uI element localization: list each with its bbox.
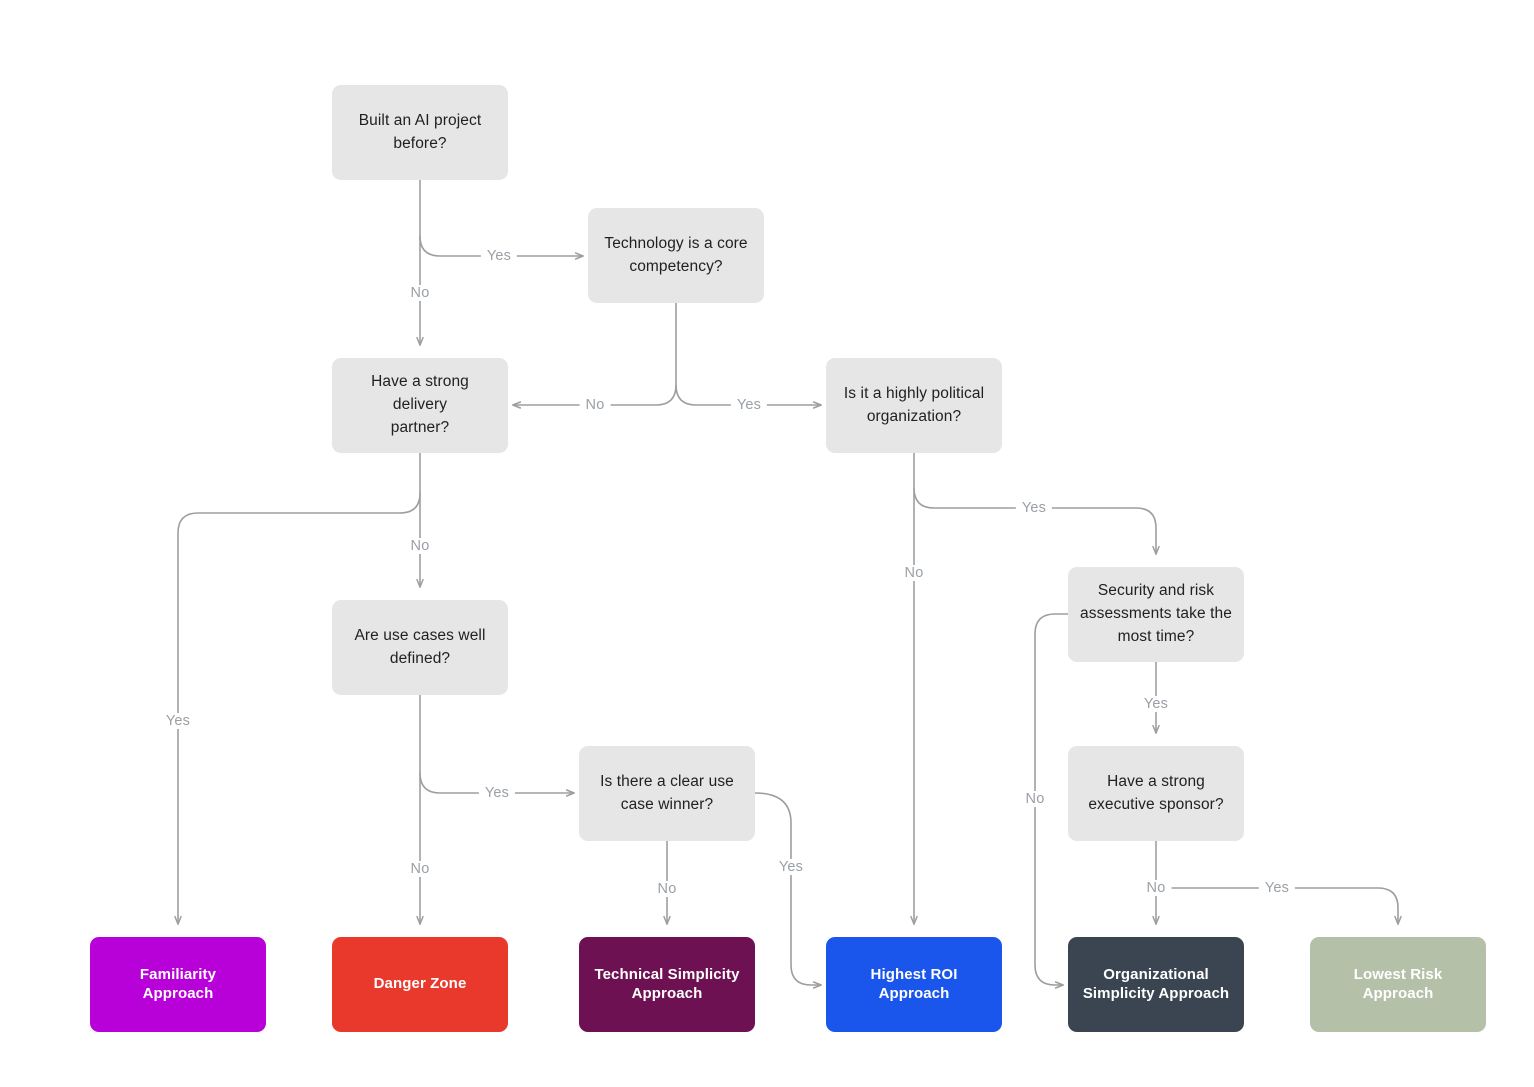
node-label: Have a strong delivery partner? <box>371 373 469 436</box>
edge-label-partner-yes: Yes <box>159 713 197 729</box>
node-strong-delivery-partner[interactable]: Have a strong delivery partner? <box>332 358 508 453</box>
edge-tech-no-to-partner <box>512 302 677 409</box>
edge-label-usecases-no: No <box>404 861 436 877</box>
node-lowest-risk-approach[interactable]: Lowest Risk Approach <box>1310 937 1486 1032</box>
node-technical-simplicity-approach[interactable]: Technical Simplicity Approach <box>579 937 755 1032</box>
edge-label-sponsor-no: No <box>1140 880 1172 896</box>
node-label: Lowest Risk Approach <box>1353 966 1443 1002</box>
node-danger-zone[interactable]: Danger Zone <box>332 937 508 1032</box>
edge-label-political-yes: Yes <box>1015 500 1053 516</box>
edge-label-political-no: No <box>898 565 930 581</box>
node-clear-use-case-winner[interactable]: Is there a clear use case winner? <box>579 746 755 841</box>
edge-label-usecases-yes: Yes <box>478 785 516 801</box>
node-label: Are use cases well defined? <box>354 626 486 667</box>
node-security-risk-assessments[interactable]: Security and risk assessments take the m… <box>1068 567 1244 662</box>
node-use-cases-well-defined[interactable]: Are use cases well defined? <box>332 600 508 695</box>
edge-label-built-yes: Yes <box>480 248 518 264</box>
node-familiarity-approach[interactable]: Familiarity Approach <box>90 937 266 1032</box>
node-label: Is there a clear use case winner? <box>600 772 734 813</box>
node-label: Have a strong executive sponsor? <box>1088 772 1224 813</box>
node-label: Technology is a core competency? <box>604 234 748 275</box>
node-strong-executive-sponsor[interactable]: Have a strong executive sponsor? <box>1068 746 1244 841</box>
node-highly-political-organization[interactable]: Is it a highly political organization? <box>826 358 1002 453</box>
edge-political-yes-to-security <box>913 487 1160 555</box>
node-technology-core-competency[interactable]: Technology is a core competency? <box>588 208 764 303</box>
edge-label-partner-no: No <box>404 538 436 554</box>
node-label: Danger Zone <box>373 975 467 993</box>
node-label: Highest ROI Approach <box>870 966 958 1002</box>
edge-partner-yes-to-familiarity <box>174 492 421 925</box>
edge-label-winner-yes: Yes <box>772 859 810 875</box>
node-label: Is it a highly political organization? <box>843 384 985 425</box>
node-label: Security and risk assessments take the m… <box>1080 582 1232 645</box>
edge-label-security-yes: Yes <box>1137 696 1175 712</box>
node-label: Technical Simplicity Approach <box>594 966 740 1002</box>
node-label: Organizational Simplicity Approach <box>1082 966 1230 1002</box>
edge-label-winner-no: No <box>651 881 683 897</box>
edge-label-security-no: No <box>1019 791 1051 807</box>
node-highest-roi-approach[interactable]: Highest ROI Approach <box>826 937 1002 1032</box>
edge-winner-yes-to-roi <box>754 792 822 989</box>
edge-label-built-no: No <box>404 285 436 301</box>
node-label: Familiarity Approach <box>139 966 217 1002</box>
edge-label-sponsor-yes: Yes <box>1258 880 1296 896</box>
edge-label-tech-no: No <box>579 397 611 413</box>
node-organizational-simplicity-approach[interactable]: Organizational Simplicity Approach <box>1068 937 1244 1032</box>
edge-label-tech-yes: Yes <box>730 397 768 413</box>
node-label: Built an AI project before? <box>358 111 482 152</box>
node-built-an-ai-project[interactable]: Built an AI project before? <box>332 85 508 180</box>
